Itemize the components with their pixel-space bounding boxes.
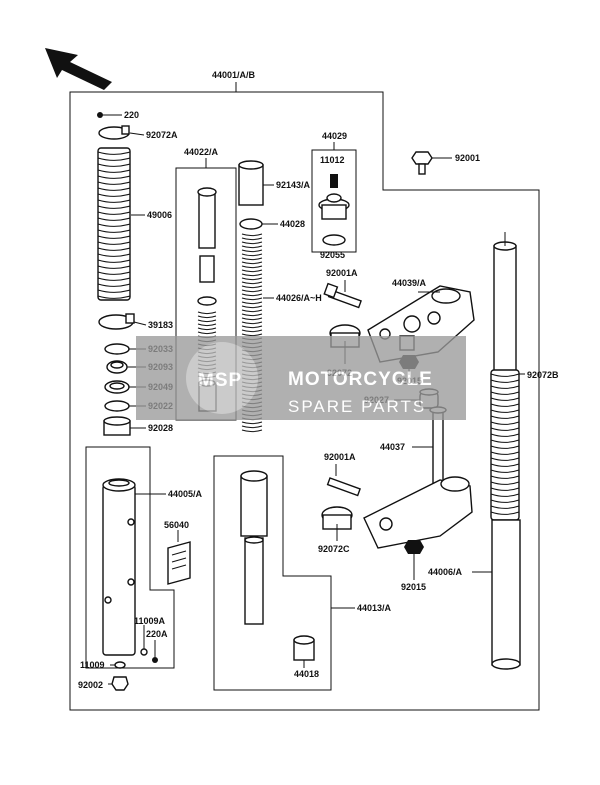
part-44005-outer-tube[interactable] bbox=[102, 478, 136, 656]
watermark-title: MOTORCYCLE bbox=[288, 369, 433, 390]
label-49006: 49006 bbox=[147, 210, 172, 220]
part-92033-ring[interactable] bbox=[104, 343, 130, 355]
part-92093-seal[interactable] bbox=[106, 360, 128, 374]
label-92055: 92055 bbox=[320, 250, 345, 260]
part-92055-o-ring[interactable] bbox=[322, 234, 346, 246]
label-39183: 39183 bbox=[148, 320, 173, 330]
part-44028-seat[interactable] bbox=[239, 218, 263, 230]
part-92002-bolt[interactable] bbox=[111, 676, 129, 691]
label-92001: 92001 bbox=[455, 153, 480, 163]
part-44018-piece[interactable] bbox=[293, 635, 315, 661]
part-11009-gasket[interactable] bbox=[114, 661, 126, 669]
part-92001-bolt[interactable] bbox=[411, 151, 433, 175]
label-220: 220 bbox=[124, 110, 139, 120]
watermark-subtitle: SPARE PARTS bbox=[288, 397, 426, 416]
watermark-badge: MSP bbox=[198, 370, 242, 391]
label-44005: 44005/A bbox=[168, 489, 203, 499]
label-44018: 44018 bbox=[294, 669, 319, 679]
watermark-banner: MSP MOTORCYCLE SPARE PARTS bbox=[136, 336, 466, 420]
part-56040-label[interactable] bbox=[167, 541, 191, 585]
damper-subassembly-box bbox=[213, 455, 332, 691]
part-92022-washer[interactable] bbox=[104, 400, 130, 412]
part-number-labels: 44001/A/B 220 92072A 49006 39183 92033 9… bbox=[78, 70, 559, 690]
label-92072A: 92072A bbox=[146, 130, 178, 140]
part-220-screw[interactable] bbox=[97, 112, 118, 118]
part-92049-oil-seal[interactable] bbox=[104, 380, 130, 394]
part-49006-boot[interactable] bbox=[97, 147, 131, 301]
part-92143-spacer[interactable] bbox=[238, 160, 264, 206]
label-11009A: 11009A bbox=[134, 616, 166, 626]
part-92001A-lower-bolt[interactable] bbox=[326, 477, 361, 497]
part-39183-clamp[interactable] bbox=[98, 313, 135, 330]
label-92001A-bot: 92001A bbox=[324, 452, 356, 462]
label-44028: 44028 bbox=[280, 219, 305, 229]
part-92072C-clamp[interactable] bbox=[321, 506, 353, 530]
label-44006: 44006/A bbox=[428, 567, 463, 577]
label-92028: 92028 bbox=[148, 423, 173, 433]
label-44039: 44039/A bbox=[392, 278, 427, 288]
assembly-boundary-outline bbox=[69, 82, 540, 711]
label-11012: 11012 bbox=[320, 155, 345, 165]
part-11009A-gasket[interactable] bbox=[140, 648, 148, 656]
part-92072A-clamp[interactable] bbox=[98, 125, 130, 140]
cap-subassembly-box bbox=[311, 149, 357, 253]
label-44026: 44026/A~H bbox=[276, 293, 322, 303]
label-44013: 44013/A bbox=[357, 603, 392, 613]
label-92072B: 92072B bbox=[527, 370, 559, 380]
label-92143: 92143/A bbox=[276, 180, 311, 190]
part-44029-top-cap[interactable] bbox=[318, 193, 350, 220]
label-92015-bot: 92015 bbox=[401, 582, 426, 592]
label-44022: 44022/A bbox=[184, 147, 219, 157]
label-92001A-top: 92001A bbox=[326, 268, 358, 278]
outer-tube-subassembly-box bbox=[85, 446, 175, 669]
part-44006-right-fork-leg[interactable] bbox=[490, 232, 521, 670]
part-11012-valve[interactable] bbox=[330, 174, 338, 188]
label-44029: 44029 bbox=[322, 131, 347, 141]
label-92002: 92002 bbox=[78, 680, 103, 690]
watermark-badge-icon bbox=[186, 342, 258, 414]
label-56040: 56040 bbox=[164, 520, 189, 530]
part-lower-bracket[interactable] bbox=[363, 476, 473, 549]
part-44013-damper-rod[interactable] bbox=[240, 470, 268, 625]
part-92015-lower-nut[interactable] bbox=[404, 540, 424, 554]
part-92028-bushing[interactable] bbox=[103, 416, 131, 436]
part-92001A-upper-bolt[interactable] bbox=[323, 282, 362, 309]
part-220A-screw[interactable] bbox=[152, 657, 158, 663]
label-92072C: 92072C bbox=[318, 544, 350, 554]
label-220A: 220A bbox=[146, 629, 168, 639]
label-11009: 11009 bbox=[80, 660, 105, 670]
label-44001: 44001/A/B bbox=[212, 70, 256, 80]
front-direction-arrow-icon bbox=[45, 48, 112, 90]
label-44037: 44037 bbox=[380, 442, 405, 452]
